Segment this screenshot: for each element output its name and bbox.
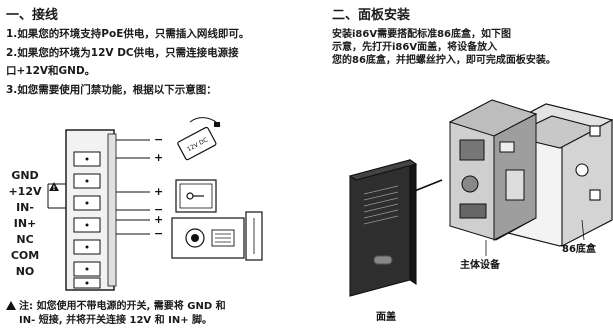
electric-lock-icon <box>171 211 263 261</box>
polarity-minus-1: − <box>154 133 163 146</box>
svg-text:!: ! <box>53 185 56 192</box>
label-main-device: 主体设备 <box>460 258 501 271</box>
wiring-title: 一、接线 <box>6 8 59 23</box>
terminal-block <box>65 129 117 291</box>
front-cover-illustration <box>348 158 418 297</box>
pin-label-12v: +12V <box>8 185 42 198</box>
wiring-step-3: 3.如您需要使用门禁功能，根据以下示意图： <box>6 84 217 96</box>
note-line-2: IN- 短接, 并将开关连接 12V 和 IN+ 脚。 <box>19 315 213 326</box>
install-title: 二、面板安装 <box>332 8 411 23</box>
terminal-pin-labels: GND +12V IN- IN+ NC COM NO <box>4 168 46 280</box>
polarity-plus-1: + <box>154 151 163 164</box>
power-adapter-icon: 12V DC <box>177 117 221 161</box>
pin-label-in-plus: IN+ <box>13 217 37 230</box>
note-warning-icon <box>6 301 16 310</box>
pin-label-gnd: GND <box>11 169 39 182</box>
polarity-plus-2: + <box>154 185 163 198</box>
installation-diagram: 面盖 主体设备 86底盒 <box>348 99 613 323</box>
pin-label-no: NO <box>15 265 35 278</box>
power-bracket <box>47 183 66 209</box>
pin-label-com: COM <box>10 249 40 262</box>
wiring-step-2-cont: 口+12V和GND。 <box>6 65 96 77</box>
install-text-3: 您的86底盒，并把螺丝拧入，即可完成面板安装。 <box>332 55 556 66</box>
note-line-1: 注: 如您使用不带电源的开关, 需要将 GND 和 <box>19 301 226 312</box>
wires <box>116 139 150 235</box>
label-back-box: 86底盒 <box>562 242 597 255</box>
polarity-minus-2: − <box>154 203 163 216</box>
pin-label-in-minus: IN- <box>16 201 34 214</box>
main-device-illustration <box>448 99 538 241</box>
wiring-note: 注: 如您使用不带电源的开关, 需要将 GND 和 IN- 短接, 并将开关连接… <box>6 300 226 328</box>
wiring-diagram: ! − <box>47 117 263 291</box>
install-text-1: 安装i86V需要搭配标准86底盒，如下图 <box>332 29 511 40</box>
install-text-2: 示意，先打开i86V面盖，将设备放入 <box>332 42 498 53</box>
polarity-plus-3: + <box>154 213 163 226</box>
polarity-minus-3: − <box>154 227 163 240</box>
wiring-step-1: 1.如果您的环境支持PoE供电，只需插入网线即可。 <box>6 28 250 40</box>
label-cover: 面盖 <box>376 310 396 323</box>
wiring-step-2: 2.如果您的环境为12V DC供电，只需连接电源接 <box>6 47 239 59</box>
pin-label-nc: NC <box>16 233 34 246</box>
exit-button-icon <box>175 179 217 213</box>
warning-icon: ! <box>49 182 59 192</box>
